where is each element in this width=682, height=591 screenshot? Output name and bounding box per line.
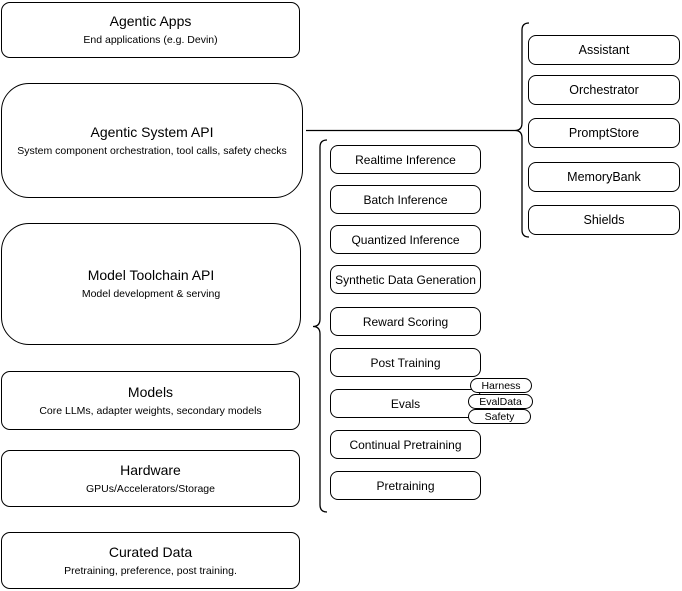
node-label: MemoryBank (567, 170, 641, 184)
pill-harness: Harness (470, 378, 532, 393)
node-subtitle: GPUs/Accelerators/Storage (86, 482, 215, 495)
node-memorybank: MemoryBank (528, 162, 680, 192)
node-label: Continual Pretraining (349, 437, 462, 452)
node-orchestrator: Orchestrator (528, 75, 680, 105)
node-curated-data: Curated Data Pretraining, preference, po… (1, 532, 300, 589)
node-agentic-system-api: Agentic System API System component orch… (1, 83, 303, 198)
node-shields: Shields (528, 205, 680, 235)
node-label: Assistant (578, 43, 630, 57)
node-label: Batch Inference (363, 192, 448, 207)
node-subtitle: Model development & serving (81, 288, 221, 300)
node-label: Evals (390, 396, 421, 411)
node-subtitle: System component orchestration, tool cal… (17, 144, 287, 157)
node-label: Realtime Inference (355, 152, 456, 167)
node-continual-pretraining: Continual Pretraining (330, 430, 481, 459)
node-evals: Evals (330, 389, 481, 418)
pill-label: EvalData (479, 395, 522, 408)
node-title: Model Toolchain API (87, 267, 215, 283)
node-batch-inference: Batch Inference (330, 185, 481, 214)
node-title: Agentic Apps (109, 13, 192, 29)
node-hardware: Hardware GPUs/Accelerators/Storage (1, 450, 300, 507)
node-subtitle: Pretraining, preference, post training. (64, 564, 237, 577)
node-label: Quantized Inference (351, 232, 460, 247)
node-subtitle: Core LLMs, adapter weights, secondary mo… (39, 404, 262, 417)
node-label: Synthetic Data Generation (335, 272, 476, 287)
node-title: Models (127, 383, 174, 400)
pill-label: Harness (481, 379, 521, 392)
toolchain-brace (312, 139, 328, 513)
pill-safety: Safety (468, 409, 531, 424)
node-promptstore: PromptStore (528, 118, 680, 148)
node-label: Orchestrator (569, 83, 639, 97)
node-assistant: Assistant (528, 35, 680, 65)
node-agentic-apps: Agentic Apps End applications (e.g. Devi… (1, 2, 300, 58)
system-components-brace (514, 22, 530, 238)
node-label: Pretraining (376, 478, 435, 493)
node-label: PromptStore (568, 126, 640, 140)
node-title: Curated Data (108, 543, 193, 560)
pill-evaldata: EvalData (468, 394, 533, 409)
node-label: Post Training (370, 355, 441, 370)
node-label: Shields (583, 213, 625, 227)
pill-label: Safety (484, 410, 515, 423)
node-title: Hardware (120, 461, 181, 478)
node-synthetic-data-generation: Synthetic Data Generation (330, 265, 481, 294)
node-models: Models Core LLMs, adapter weights, secon… (1, 371, 300, 430)
node-pretraining: Pretraining (330, 471, 481, 500)
node-title: Agentic System API (90, 123, 214, 140)
node-post-training: Post Training (330, 348, 481, 377)
node-reward-scoring: Reward Scoring (330, 307, 481, 336)
node-subtitle: End applications (e.g. Devin) (83, 34, 218, 46)
node-model-toolchain-api: Model Toolchain API Model development & … (1, 223, 301, 345)
node-quantized-inference: Quantized Inference (330, 225, 481, 254)
node-label: Reward Scoring (362, 314, 449, 329)
node-realtime-inference: Realtime Inference (330, 145, 481, 174)
